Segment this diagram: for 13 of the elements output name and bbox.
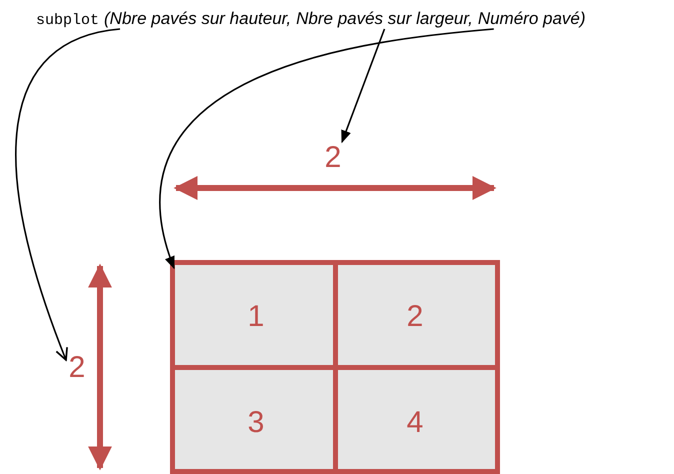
tile-number: 3 [175,367,337,474]
tile-number: 2 [335,265,495,369]
leader-arrow [15,28,120,361]
function-name: subplot [36,12,100,29]
dimension-value: 2 [318,142,348,176]
dimension-value: 2 [62,352,92,386]
tile-number: 4 [335,367,495,474]
tile-number: 1 [175,265,337,369]
argument-text: Numéro pavé) [478,9,586,29]
argument-text: (Nbre pavés sur hauteur, [104,9,292,29]
subplot-grid [170,260,500,474]
leader-arrow [341,28,386,144]
argument-text: Nbre pavés sur largeur, [296,9,473,29]
